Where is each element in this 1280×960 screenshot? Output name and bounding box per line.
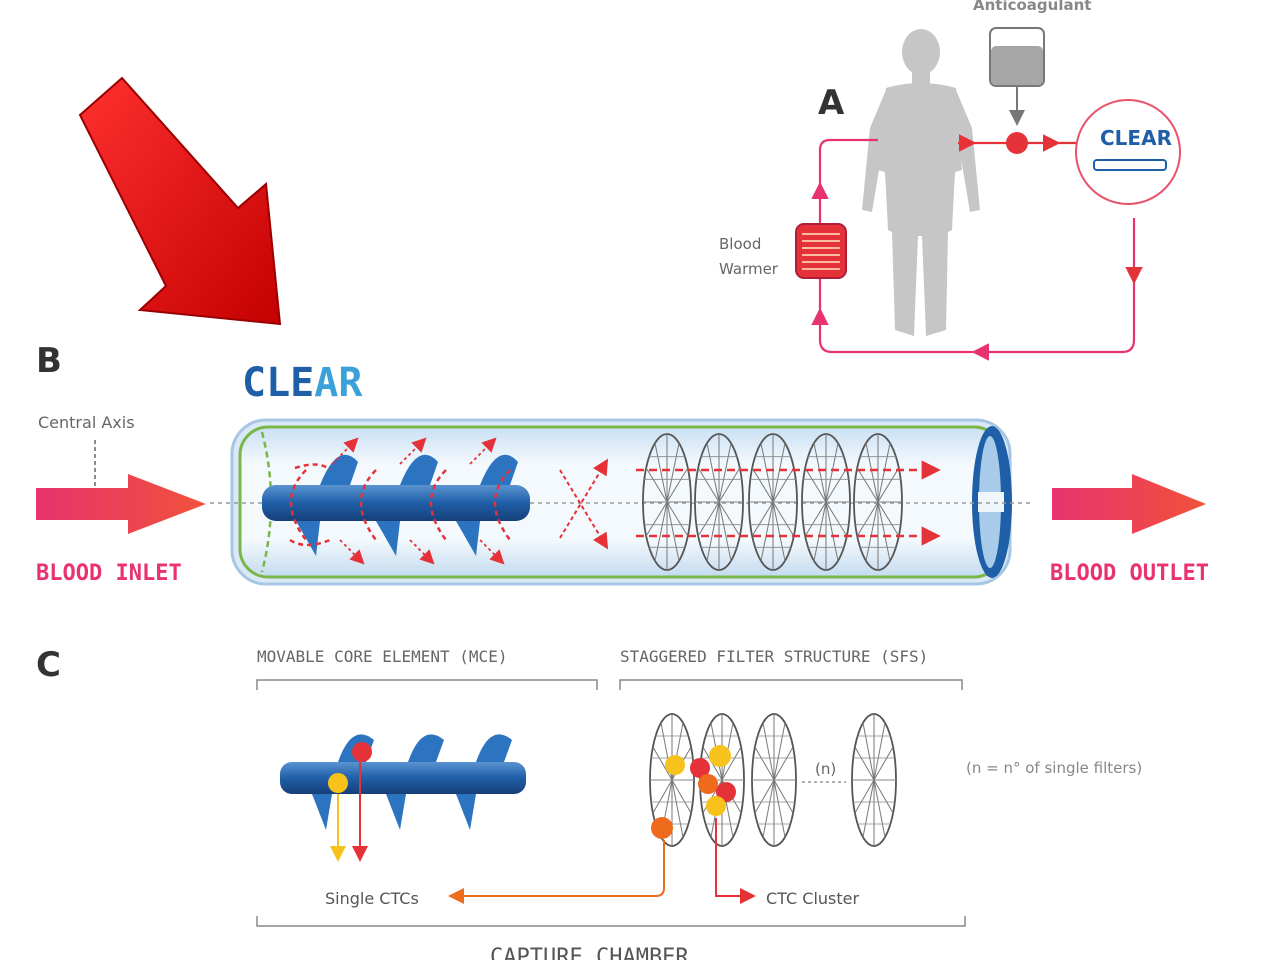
filter-flow-arrows	[636, 460, 941, 546]
blood-warmer-icon	[795, 223, 847, 279]
human-body-icon	[862, 29, 980, 336]
filter-disc-detail	[851, 713, 897, 847]
blood-outlet-arrow	[1052, 474, 1206, 534]
blood-warmer-label-line2: Warmer	[719, 260, 779, 278]
filter-disc	[853, 433, 903, 571]
anticoagulant-label: Anticoagulant	[973, 0, 1091, 14]
ctc-cluster-label: CTC Cluster	[766, 889, 859, 908]
mce-label: MOVABLE CORE ELEMENT (MCE)	[257, 647, 507, 666]
mce-detail	[280, 734, 526, 862]
flow-split-arrows	[559, 458, 609, 550]
filter-disc-detail	[751, 713, 797, 847]
device-title-part2: AR	[314, 360, 363, 406]
panel-b-letter: B	[36, 341, 62, 381]
filter-disc	[801, 433, 851, 571]
single-ctcs-label: Single CTCs	[325, 889, 419, 908]
sfs-bracket	[619, 679, 963, 690]
central-axis-label: Central Axis	[38, 413, 135, 432]
panel-b: B CLEAR Central Axis BLOOD INLET BLOOD O…	[36, 341, 1209, 586]
ctc-cell-yellow	[328, 773, 348, 793]
panel-c: C MOVABLE CORE ELEMENT (MCE) STAGGERED F…	[36, 645, 1142, 960]
panel-a-letter: A	[818, 83, 845, 123]
blood-warmer-label-line1: Blood	[719, 235, 761, 253]
ctc-cell-red	[352, 742, 372, 762]
mce-bracket	[256, 679, 598, 690]
anticoagulant-bag-icon	[989, 27, 1045, 126]
n-marker: (n)	[815, 760, 836, 778]
n-note: (n = n° of single filters)	[966, 759, 1142, 777]
filter-disc	[642, 433, 692, 571]
mixing-pump-icon	[1006, 132, 1028, 154]
clear-device-icon: CLEAR	[1075, 99, 1181, 205]
sfs-detail	[649, 713, 897, 847]
movable-core-element	[262, 437, 530, 565]
single-ctc-route	[448, 840, 665, 904]
capture-chamber-label: CAPTURE CHAMBER	[490, 945, 689, 960]
staggered-filter-structure	[642, 433, 903, 571]
blood-outlet-label: BLOOD OUTLET	[1050, 561, 1209, 586]
captured-cells	[651, 745, 736, 839]
panel-c-letter: C	[36, 645, 61, 685]
panel-a: A Anticoagulant	[719, 0, 1181, 361]
filter-disc	[694, 433, 744, 571]
ctc-cluster-route	[715, 818, 756, 904]
device-title: CLEAR	[242, 360, 363, 406]
filter-disc	[748, 433, 798, 571]
sfs-label: STAGGERED FILTER STRUCTURE (SFS)	[620, 647, 928, 666]
blood-inlet-arrow	[36, 474, 206, 534]
blood-inlet-label: BLOOD INLET	[36, 561, 182, 586]
capture-chamber-bracket	[256, 916, 966, 927]
clear-device-label: CLEAR	[1100, 126, 1172, 150]
device-title-part1: CLE	[242, 360, 314, 406]
big-red-pointer-arrow	[78, 76, 282, 326]
